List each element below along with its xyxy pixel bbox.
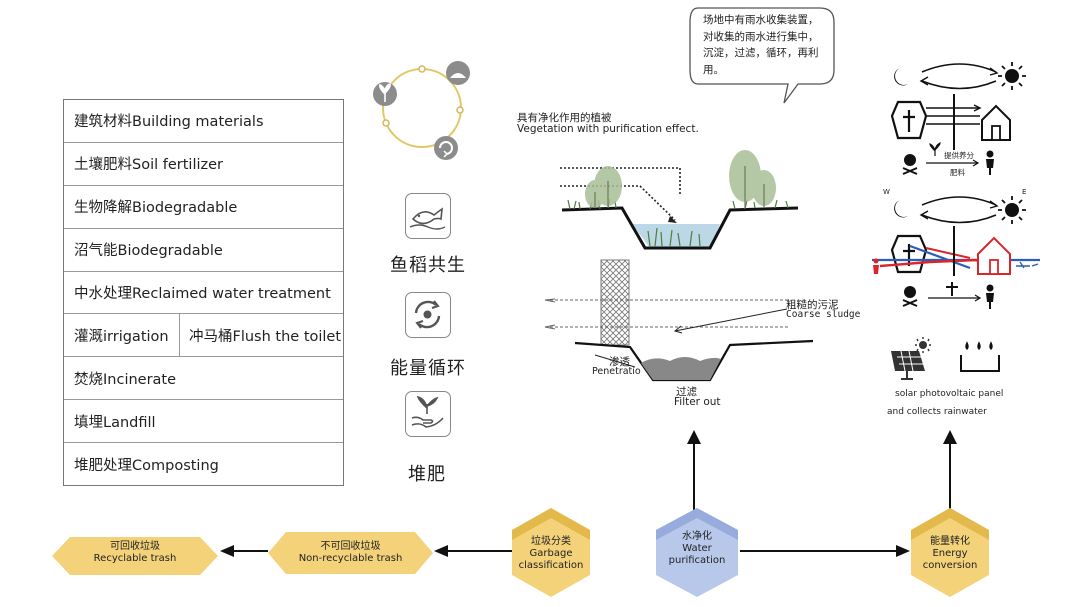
- compost-icon: [405, 391, 451, 437]
- hex-nonrecyclable-en: Non-recyclable trash: [298, 553, 403, 564]
- hex-recyclable-en: Recyclable trash: [93, 553, 177, 564]
- fish-rice-label: 鱼稻共生: [390, 255, 466, 276]
- table-row: 填埋Landfill: [64, 400, 343, 444]
- vegetated-swale-illustration: [560, 150, 799, 250]
- row-label: 生物降解Biodegradable: [74, 200, 238, 217]
- vegetation-en: Vegetation with purification effect.: [517, 123, 699, 135]
- hex-energy-en2: conversion: [922, 560, 978, 571]
- filtration-swale-illustration: [544, 259, 814, 382]
- sun-icon: [1005, 69, 1019, 83]
- hex-nonrecyclable: 不可回收垃圾 Non-recyclable trash: [268, 541, 433, 565]
- energy-cycle-label: 能量循环: [390, 358, 466, 379]
- row-label-left: 灌溉irrigation: [64, 314, 180, 357]
- row-label: 沼气能Biodegradable: [74, 243, 223, 260]
- table-row: 建筑材料Building materials: [64, 100, 343, 143]
- row-label: 堆肥处理Composting: [74, 458, 219, 475]
- row-label: 填埋Landfill: [74, 414, 156, 431]
- compost-label: 堆肥: [408, 464, 446, 485]
- vegetation-cn: 具有净化作用的植被: [517, 112, 612, 124]
- west-label: W: [883, 188, 890, 196]
- penetrate-cn: 渗透: [609, 356, 630, 368]
- sun-icon: [1005, 203, 1019, 217]
- row-label: 建筑材料Building materials: [74, 114, 264, 131]
- heat-exchange-diagram: [872, 196, 1040, 309]
- sludge-en: Coarse sludge: [786, 309, 861, 320]
- table-row: 生物降解Biodegradable: [64, 186, 343, 229]
- person-icon: [986, 150, 994, 158]
- hex-recyclable-cn: 可回收垃圾: [110, 541, 160, 552]
- row-label: 土壤肥料Soil fertilizer: [74, 157, 223, 174]
- skull-icon: [904, 286, 916, 298]
- solar-label: solar photovoltaic panel: [895, 389, 1004, 399]
- house-icon: [977, 236, 1011, 275]
- hex-garbage-cn: 垃圾分类: [531, 536, 571, 547]
- hex-energy-en1: Energy: [932, 548, 968, 559]
- reuse-table: 建筑材料Building materials 土壤肥料Soil fertiliz…: [63, 99, 344, 486]
- penetrate-en: Penetratio: [592, 366, 641, 377]
- hex-water-en1: Water: [682, 543, 712, 554]
- table-row: 堆肥处理Composting: [64, 443, 343, 486]
- table-row: 灌溉irrigation 冲马桶Flush the toilet: [64, 314, 343, 358]
- table-row: 沼气能Biodegradable: [64, 229, 343, 272]
- solar-panel-icon: [891, 337, 931, 380]
- house-icon: [981, 104, 1011, 141]
- table-row: 焚烧Incinerate: [64, 357, 343, 401]
- hex-energy-cn: 能量转化: [930, 536, 970, 547]
- hex-water-cn: 水净化: [682, 531, 712, 542]
- row-label-right: 冲马桶Flush the toilet: [189, 328, 342, 345]
- rain-collector-icon: [960, 341, 1000, 372]
- hex-garbage: 垃圾分类 Garbage classification: [512, 536, 590, 572]
- filter-en: Filter out: [674, 396, 721, 408]
- table-row: 土壤肥料Soil fertilizer: [64, 143, 343, 186]
- filter-cn: 过滤: [676, 386, 697, 398]
- moon-icon: [894, 200, 908, 218]
- rain-label: and collects rainwater: [887, 407, 987, 417]
- day-night-cycle-diagram: [890, 62, 1026, 175]
- hex-garbage-en1: Garbage: [529, 548, 573, 559]
- fertilizer-bottom-label: 肥料: [950, 168, 965, 177]
- person-icon: [986, 284, 994, 292]
- speech-bubble: [689, 7, 835, 104]
- bubble-text: 场地中有雨水收集装置，对收集的雨水进行集中，沉淀，过滤，循环，再利用。: [703, 14, 819, 76]
- hex-recyclable: 可回收垃圾 Recyclable trash: [52, 541, 218, 565]
- cycle-diagram-icon: [373, 61, 470, 160]
- energy-cycle-icon: [405, 292, 451, 338]
- hex-garbage-en2: classification: [518, 560, 584, 571]
- hex-nonrecyclable-cn: 不可回收垃圾: [320, 541, 381, 552]
- flow-diagram: [52, 430, 989, 597]
- moon-icon: [894, 68, 908, 86]
- skull-icon: [904, 154, 916, 166]
- hex-water-en2: purification: [668, 555, 726, 566]
- hex-water: 水净化 Water purification: [656, 531, 738, 567]
- row-label: 中水处理Reclaimed water treatment: [74, 286, 331, 302]
- east-label: E: [1022, 188, 1027, 196]
- table-row: 中水处理Reclaimed water treatment: [64, 272, 343, 315]
- fertilizer-top-label: 提供养分: [944, 151, 974, 160]
- fish-rice-icon: [405, 193, 451, 239]
- hex-energy: 能量转化 Energy conversion: [911, 536, 989, 572]
- row-label: 焚烧Incinerate: [74, 371, 177, 388]
- sludge-cn: 粗糙的污泥: [786, 299, 839, 311]
- solar-rain-icons: [891, 337, 1000, 380]
